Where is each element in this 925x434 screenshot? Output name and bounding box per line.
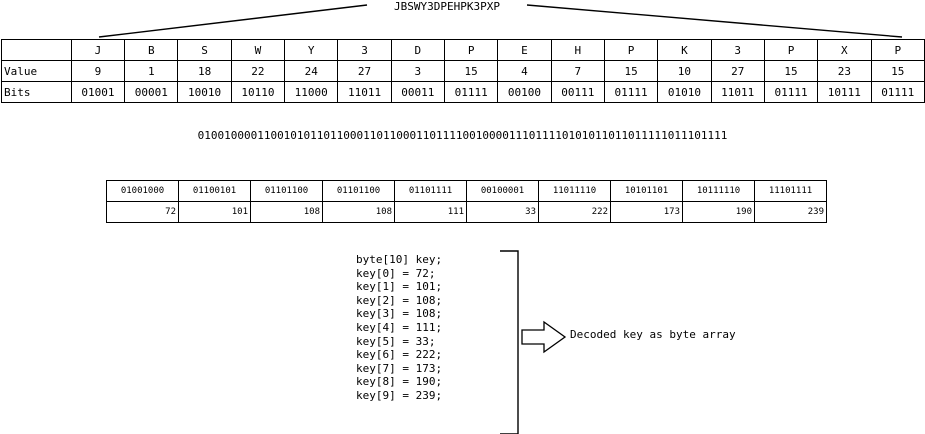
- value-cell: 15: [443, 60, 499, 82]
- byte-value-cell: 108: [322, 201, 395, 223]
- code-line: key[6] = 222;: [356, 348, 443, 362]
- bits-cell: 10110: [230, 81, 286, 103]
- value-row-header: Value: [1, 60, 72, 82]
- char-cell: P: [870, 39, 925, 61]
- byte-value-cell: 190: [682, 201, 755, 223]
- char-cell: E: [497, 39, 552, 61]
- byte-value-cell: 239: [754, 201, 827, 223]
- char-cell: P: [443, 39, 499, 61]
- char-cell: H: [550, 39, 605, 61]
- brace-left-line: [98, 4, 368, 38]
- bits-cell: 01111: [443, 81, 499, 103]
- value-cell: 27: [710, 60, 765, 82]
- code-block: byte[10] key;key[0] = 72;key[1] = 101;ke…: [356, 253, 442, 403]
- char-cell: 3: [337, 39, 392, 61]
- byte-value-cell: 173: [610, 201, 683, 223]
- value-cell: 4: [497, 60, 552, 82]
- bits-cell: 00111: [550, 81, 605, 103]
- bits-cell: 01010: [657, 81, 712, 103]
- char-cell: B: [124, 39, 179, 61]
- bits-cell: 00001: [124, 81, 179, 103]
- byte-bits-cell: 01101100: [322, 180, 395, 202]
- bits-cell: 11011: [710, 81, 765, 103]
- decoded-key-label: Decoded key as byte array: [570, 328, 736, 341]
- bits-cell: 01111: [763, 81, 819, 103]
- byte-value-cell: 101: [178, 201, 251, 223]
- value-cell: 18: [177, 60, 232, 82]
- code-line: key[0] = 72;: [356, 266, 436, 280]
- bits-row-header: Bits: [1, 81, 72, 103]
- brace-right-line: [526, 4, 903, 38]
- char-cell: S: [177, 39, 232, 61]
- value-cell: 27: [337, 60, 392, 82]
- byte-bits-cell: 10111110: [682, 180, 755, 202]
- code-line: key[8] = 190;: [356, 375, 443, 389]
- bits-cell: 11000: [284, 81, 339, 103]
- bit-string: 0100100001100101011011000110110001101111…: [197, 129, 728, 142]
- value-cell: 23: [817, 60, 872, 82]
- code-line: key[1] = 101;: [356, 280, 443, 294]
- byte-value-cell: 111: [394, 201, 467, 223]
- byte-value-cell: 108: [250, 201, 323, 223]
- value-cell: 10: [657, 60, 712, 82]
- bits-cell: 10010: [177, 81, 232, 103]
- char-cell: K: [657, 39, 712, 61]
- char-cell: W: [230, 39, 286, 61]
- char-cell: J: [70, 39, 126, 61]
- encoded-string: JBSWY3DPEHPK3PXP: [394, 0, 500, 13]
- byte-bits-cell: 01101100: [250, 180, 323, 202]
- bits-cell: 01001: [70, 81, 126, 103]
- code-line: key[5] = 33;: [356, 334, 436, 348]
- byte-bits-cell: 01001000: [106, 180, 179, 202]
- code-bracket: [500, 250, 519, 434]
- byte-value-cell: 72: [106, 201, 179, 223]
- char-cell: D: [390, 39, 446, 61]
- char-cell: P: [763, 39, 819, 61]
- bits-cell: 11011: [337, 81, 392, 103]
- char-cell: P: [603, 39, 659, 61]
- code-line: key[7] = 173;: [356, 361, 443, 375]
- byte-bits-cell: 11101111: [754, 180, 827, 202]
- code-line: key[2] = 108;: [356, 293, 443, 307]
- char-row-header: [1, 39, 72, 61]
- char-cell: X: [817, 39, 872, 61]
- arrow-right-icon: [521, 320, 567, 354]
- char-cell: 3: [710, 39, 765, 61]
- value-cell: 22: [230, 60, 286, 82]
- char-cell: Y: [284, 39, 339, 61]
- bits-cell: 10111: [817, 81, 872, 103]
- byte-bits-cell: 00100001: [466, 180, 539, 202]
- bits-cell: 01111: [870, 81, 925, 103]
- bits-cell: 00011: [390, 81, 446, 103]
- byte-value-cell: 222: [538, 201, 611, 223]
- value-cell: 1: [124, 60, 179, 82]
- value-cell: 15: [763, 60, 819, 82]
- bits-cell: 01111: [603, 81, 659, 103]
- code-line: key[4] = 111;: [356, 320, 443, 334]
- value-cell: 15: [870, 60, 925, 82]
- code-line: byte[10] key;: [356, 253, 443, 266]
- value-cell: 7: [550, 60, 605, 82]
- bits-cell: 00100: [497, 81, 552, 103]
- value-cell: 3: [390, 60, 446, 82]
- code-line: key[9] = 239;: [356, 388, 443, 402]
- byte-bits-cell: 01100101: [178, 180, 251, 202]
- value-cell: 24: [284, 60, 339, 82]
- code-line: key[3] = 108;: [356, 307, 443, 321]
- byte-bits-cell: 10101101: [610, 180, 683, 202]
- byte-bits-cell: 01101111: [394, 180, 467, 202]
- byte-value-cell: 33: [466, 201, 539, 223]
- value-cell: 9: [70, 60, 126, 82]
- byte-bits-cell: 11011110: [538, 180, 611, 202]
- value-cell: 15: [603, 60, 659, 82]
